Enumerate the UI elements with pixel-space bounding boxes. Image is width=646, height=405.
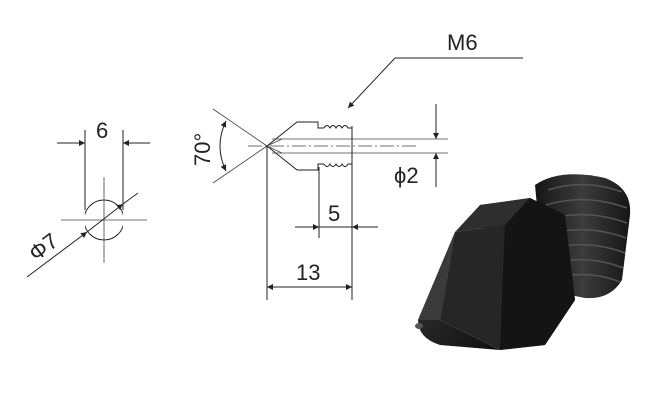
thread-label: M6 <box>447 30 478 55</box>
thread-top <box>323 125 353 129</box>
bore-diameter-label: ϕ2 <box>394 163 419 188</box>
end-diameter-label: Φ7 <box>24 228 63 266</box>
nozzle-photo <box>415 174 631 350</box>
side-view: 70° 5 13 ϕ2 M6 <box>190 30 523 300</box>
end-view: 6 Φ7 <box>24 118 150 278</box>
total-length-label: 13 <box>296 260 320 285</box>
cone-angle-label: 70° <box>190 133 215 166</box>
thread-bottom <box>323 163 353 167</box>
thread-leader <box>347 57 523 109</box>
diameter-leader <box>26 231 88 278</box>
end-width-label: 6 <box>96 118 108 143</box>
thread-length-label: 5 <box>328 201 340 226</box>
angle-arc <box>219 120 227 172</box>
nozzle-tip <box>415 323 423 329</box>
